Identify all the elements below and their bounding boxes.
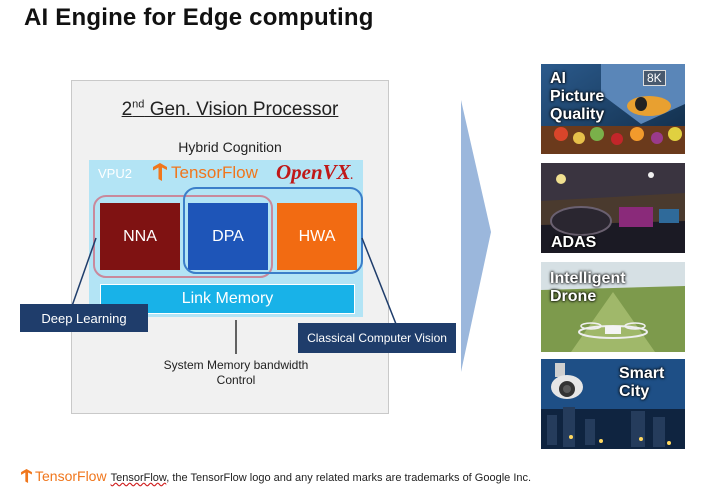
smart-city-image: [541, 359, 685, 449]
processor-title: 2nd Gen. Vision Processor: [72, 99, 388, 121]
app-label-ai-picture-quality: AI Picture Quality: [550, 70, 605, 123]
hybrid-cognition-label: Hybrid Cognition: [178, 139, 282, 155]
page-title: AI Engine for Edge computing: [24, 4, 374, 31]
openvx-logo: OpenVX.: [276, 160, 353, 185]
processor-title-rest: Gen. Vision Processor: [144, 99, 339, 121]
deep-learning-outline: [93, 195, 273, 278]
tensorflow-logo: TensorFlow: [152, 163, 258, 183]
8k-badge: 8K: [643, 70, 666, 86]
drone-image: [541, 262, 685, 352]
footer-trademark-text: , the TensorFlow logo and any related ma…: [166, 472, 532, 484]
app-intelligent-drone: Intelligent Drone: [541, 262, 685, 352]
app-label-adas: ADAS: [551, 234, 597, 251]
app-ai-picture-quality: 8K AI Picture Quality: [541, 64, 685, 154]
openvx-logo-text: OpenVX: [276, 160, 351, 184]
classical-cv-connector: [361, 237, 397, 325]
adas-image: [541, 163, 685, 253]
processor-title-prefix: 2: [121, 99, 133, 121]
footer-tensorflow-logo-text: TensorFlow: [35, 468, 107, 484]
footer-tensorflow-word: TensorFlow: [110, 472, 167, 484]
footer-tensorflow-icon: [21, 469, 32, 483]
processor-title-sup: nd: [132, 99, 145, 111]
hwa-block: HWA: [277, 203, 357, 270]
footer-tensorflow-logo: TensorFlow: [20, 468, 107, 484]
openvx-logo-dot: .: [350, 171, 354, 182]
classical-cv-tag: Classical Computer Vision: [298, 323, 456, 353]
app-label-intelligent-drone: Intelligent Drone: [550, 270, 626, 305]
vpu2-label: VPU2: [98, 166, 132, 181]
classical-cv-outline: [183, 187, 363, 274]
app-label-smart-city: Smart City: [619, 365, 665, 400]
tensorflow-icon: [153, 163, 167, 181]
tensorflow-logo-text: TensorFlow: [171, 163, 258, 182]
system-memory-label: System Memory bandwidth Control: [163, 358, 309, 387]
nna-block: NNA: [100, 203, 180, 270]
app-smart-city: Smart City: [541, 359, 685, 449]
deep-learning-tag: Deep Learning: [20, 304, 148, 332]
dpa-block: DPA: [188, 203, 268, 270]
flow-arrow: [461, 100, 491, 372]
deep-learning-connector: [71, 237, 97, 307]
app-adas: ADAS: [541, 163, 685, 253]
